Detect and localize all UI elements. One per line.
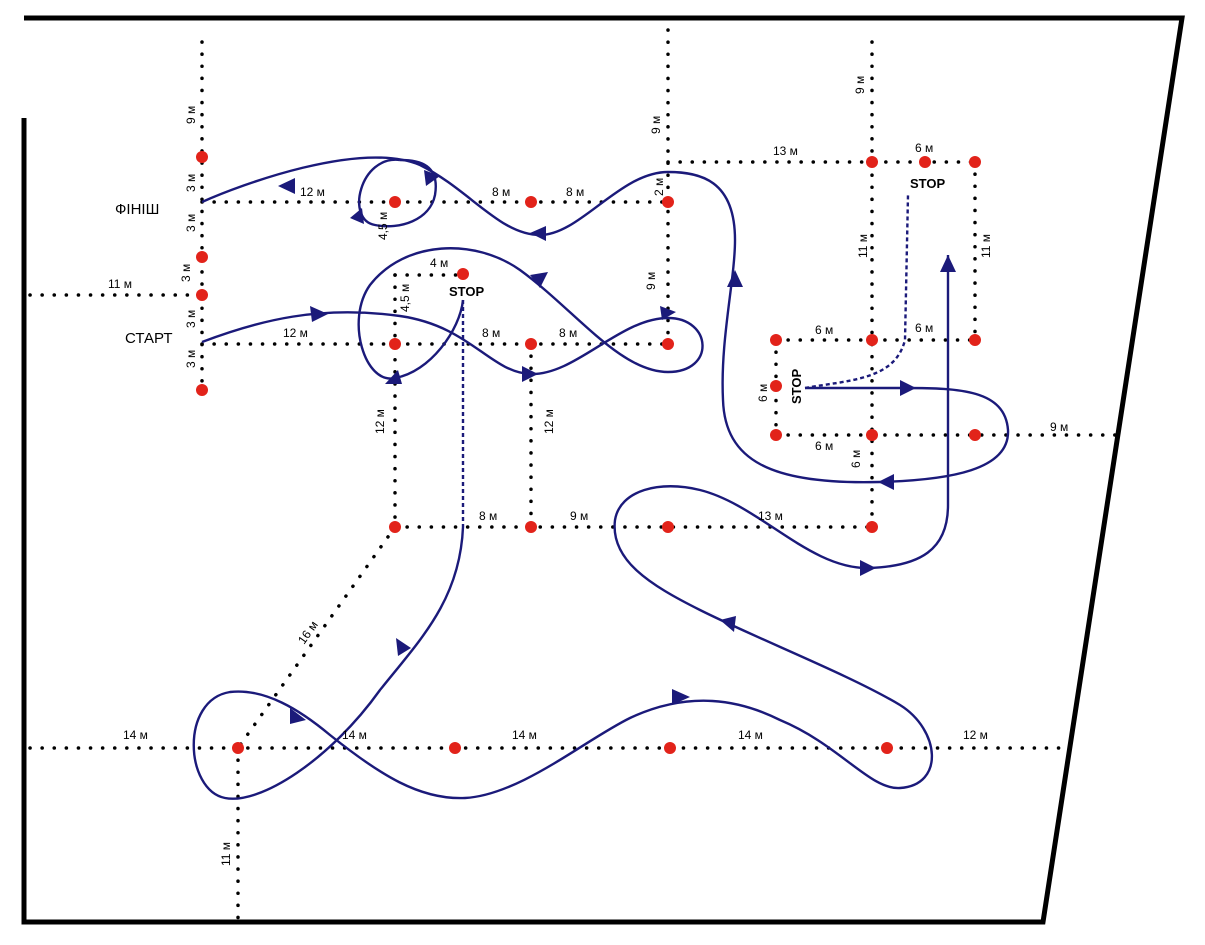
distance-label: 13 м — [773, 144, 798, 158]
distance-label: 11 м — [108, 277, 132, 291]
distance-label: 6 м — [815, 323, 833, 337]
distance-label: 12 м — [963, 728, 988, 742]
distance-label: 9 м — [570, 509, 588, 523]
stop-sign-1: STOP — [449, 284, 484, 299]
distance-label: 3 м — [179, 264, 193, 282]
distance-label: 3 м — [184, 174, 198, 192]
distance-label: 9 м — [1050, 420, 1068, 434]
distance-label: 8 м — [482, 326, 500, 340]
distance-label: 3 м — [184, 350, 198, 368]
distance-label: 11 м — [856, 234, 870, 258]
distance-label: 9 м — [644, 272, 658, 290]
distance-label: 14 м — [123, 728, 148, 742]
distance-label: 3 м — [184, 214, 198, 232]
distance-label: 9 м — [649, 116, 663, 134]
start-label: СТАРТ — [125, 330, 173, 347]
distance-label: 4,5 м — [376, 212, 390, 240]
finish-label: ФІНІШ — [115, 201, 159, 218]
distance-label: 8 м — [566, 185, 584, 199]
distance-label: 12 м — [373, 409, 387, 434]
distance-label: 6 м — [756, 384, 770, 402]
route-right-loop — [201, 156, 1010, 484]
distance-label: 11 м — [219, 842, 233, 866]
distance-label: 8 м — [559, 326, 577, 340]
cones — [196, 151, 981, 754]
distance-label: 6 м — [915, 321, 933, 335]
distance-label: 3 м — [184, 310, 198, 328]
distance-label: 9 м — [853, 76, 867, 94]
stop-sign-2: STOP — [910, 176, 945, 191]
route-arrows — [278, 170, 956, 724]
distance-label: 4,5 м — [398, 284, 412, 312]
distance-label: 12 м — [542, 409, 556, 434]
distance-label: 6 м — [815, 439, 833, 453]
distance-label: 4 м — [430, 256, 448, 270]
route-start-segment — [201, 247, 704, 380]
distance-labels: 9 м 3 м 3 м 3 м 3 м 3 м 11 м 12 м 4,5 м … — [108, 76, 1068, 866]
distance-label: 16 м — [295, 618, 321, 646]
distance-label: 2 м — [652, 178, 666, 196]
route-path — [192, 156, 1010, 800]
route-descend — [192, 255, 950, 800]
distance-label: 9 м — [184, 106, 198, 124]
stop-sign-3: STOP — [789, 369, 804, 404]
distance-label: 6 м — [915, 141, 933, 155]
arena-border — [21, 15, 1185, 925]
distance-label: 8 м — [479, 509, 497, 523]
distance-label: 14 м — [512, 728, 537, 742]
distance-label: 12 м — [300, 185, 325, 199]
distance-label: 14 м — [342, 728, 367, 742]
distance-label: 8 м — [492, 185, 510, 199]
route-stop-dashed-2 — [804, 194, 910, 390]
distance-label: 13 м — [758, 509, 783, 523]
distance-label: 6 м — [849, 450, 863, 468]
route-small-loop — [358, 158, 437, 228]
distance-label: 14 м — [738, 728, 763, 742]
distance-label: 11 м — [979, 234, 993, 258]
distance-label: 12 м — [283, 326, 308, 340]
